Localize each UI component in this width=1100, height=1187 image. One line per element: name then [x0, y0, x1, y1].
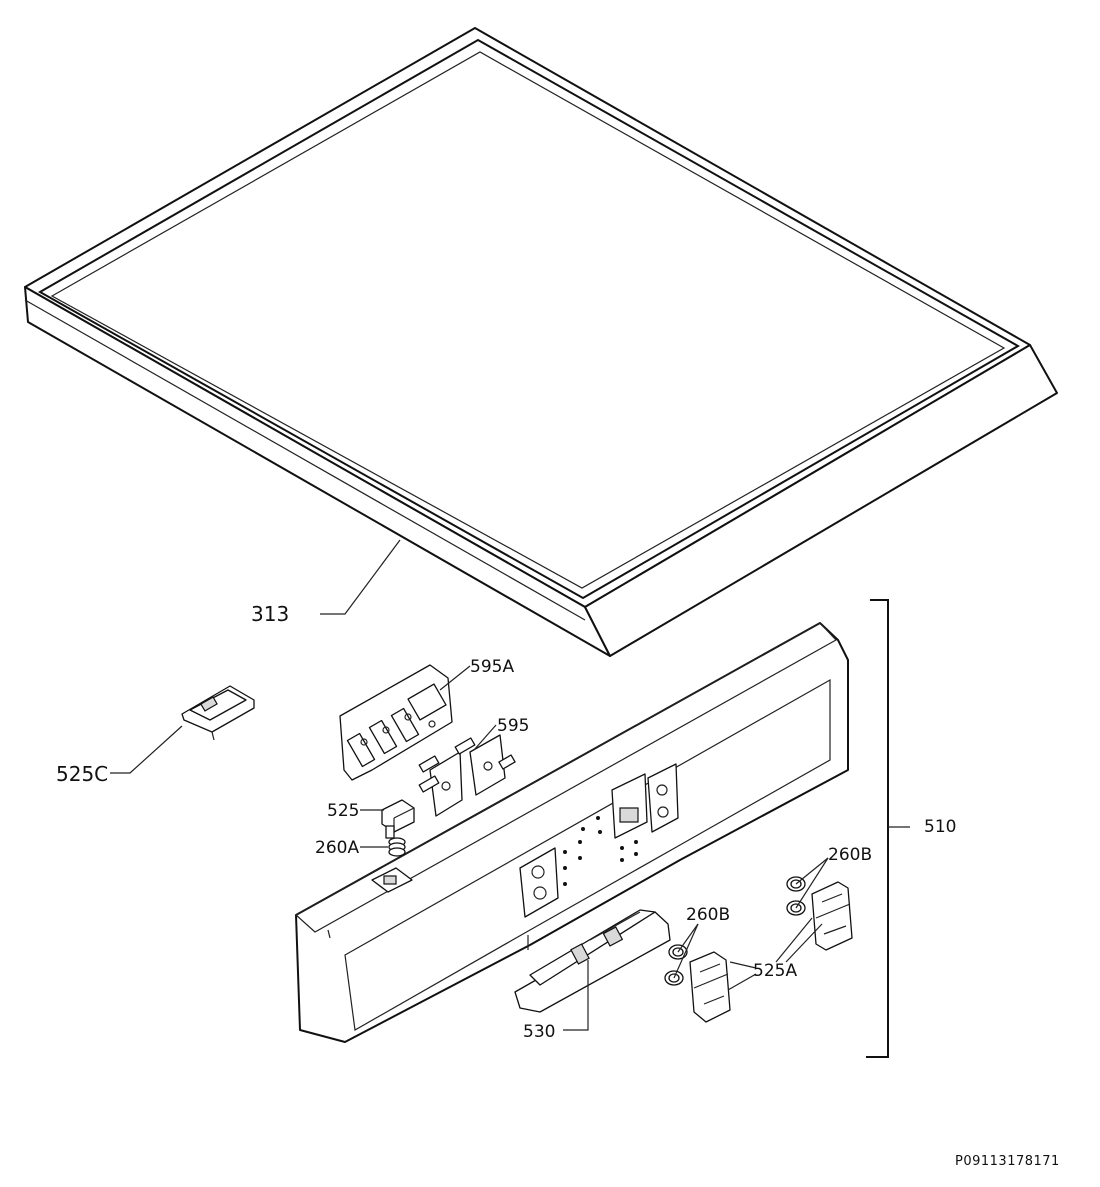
indicator-dots	[563, 816, 638, 886]
springs-260b-mid-part	[664, 944, 688, 986]
label-525a: 525A	[753, 961, 797, 981]
label-595: 595	[497, 716, 529, 736]
drawing-code: P09113178171	[955, 1154, 1060, 1169]
label-530: 530	[523, 1022, 555, 1042]
bracket-595a-part	[339, 664, 453, 781]
top-lid-part	[24, 27, 1058, 657]
leader-lines	[110, 539, 910, 1058]
spring-260a-part	[388, 837, 406, 857]
lever-part	[514, 909, 671, 1013]
button-525-part	[381, 799, 415, 839]
control-panel-part	[294, 622, 849, 1043]
label-260b-mid: 260B	[686, 905, 730, 925]
label-510: 510	[924, 817, 956, 837]
label-525: 525	[327, 801, 359, 821]
bracket-595-part	[418, 734, 516, 817]
label-313: 313	[251, 602, 289, 626]
buttons-525a-part	[689, 881, 853, 1023]
springs-260b-right-part	[786, 876, 806, 916]
label-260a: 260A	[315, 838, 359, 858]
label-525c: 525C	[56, 762, 108, 786]
clip-part	[181, 685, 255, 741]
label-595a: 595A	[470, 657, 514, 677]
label-260b-right: 260B	[828, 845, 872, 865]
